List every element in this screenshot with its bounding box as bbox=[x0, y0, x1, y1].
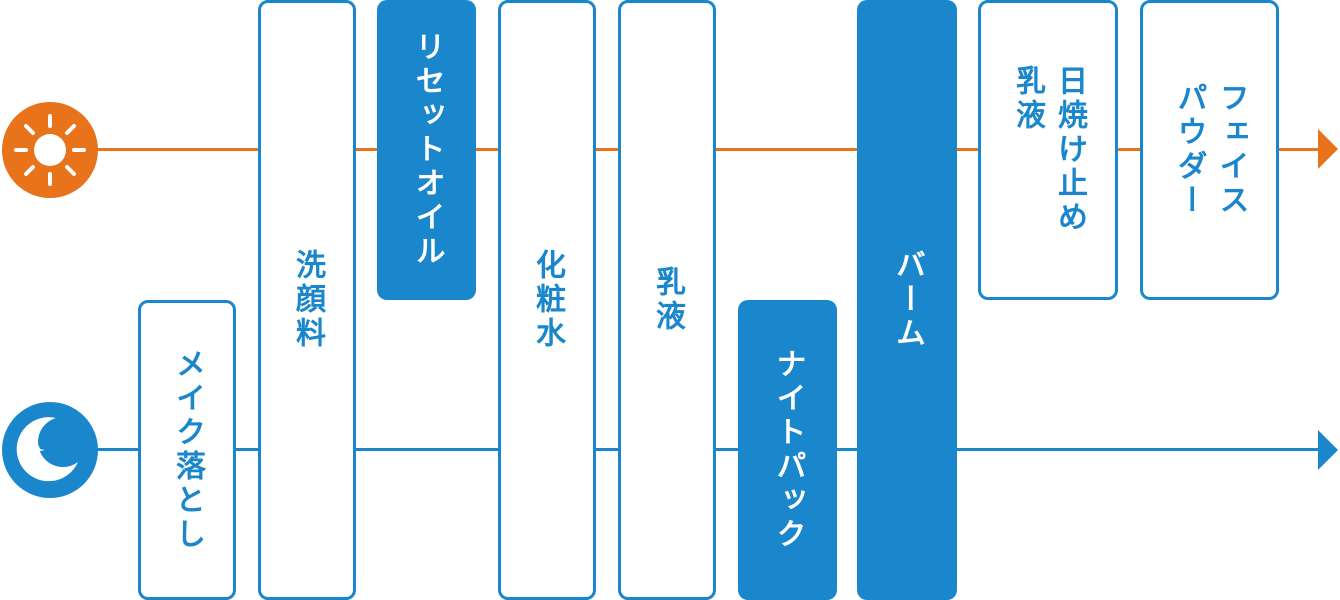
step-makeup-remover: メイク落とし bbox=[138, 300, 236, 600]
morning-arrowhead bbox=[1318, 129, 1338, 169]
step-face-wash-label: 洗顔料 bbox=[290, 249, 325, 351]
step-night-pack: ナイトパック bbox=[738, 300, 837, 600]
step-milky-lotion-label: 乳液 bbox=[650, 266, 685, 334]
step-face-wash: 洗顔料 bbox=[258, 0, 356, 600]
step-balm: バーム bbox=[857, 0, 957, 600]
step-toner: 化粧水 bbox=[498, 0, 596, 600]
step-face-powder-label: フェイス パウダー bbox=[1171, 82, 1249, 218]
step-night-pack-label: ナイトパック bbox=[770, 348, 806, 552]
moon-icon bbox=[2, 402, 98, 498]
step-balm-label: バーム bbox=[890, 249, 925, 351]
step-milky-lotion: 乳液 bbox=[618, 0, 716, 600]
step-reset-oil: リセットオイル bbox=[377, 0, 476, 300]
step-sunscreen-milk-label: 日焼け止め 乳液 bbox=[1010, 65, 1087, 235]
step-sunscreen-milk: 日焼け止め 乳液 bbox=[978, 0, 1118, 300]
step-makeup-remover-label: メイク落とし bbox=[170, 348, 205, 552]
step-reset-oil-label: リセットオイル bbox=[409, 31, 445, 269]
step-face-powder: フェイス パウダー bbox=[1140, 0, 1279, 300]
sun-icon bbox=[2, 102, 98, 198]
night-arrowhead bbox=[1318, 430, 1338, 470]
step-toner-label: 化粧水 bbox=[530, 249, 565, 351]
